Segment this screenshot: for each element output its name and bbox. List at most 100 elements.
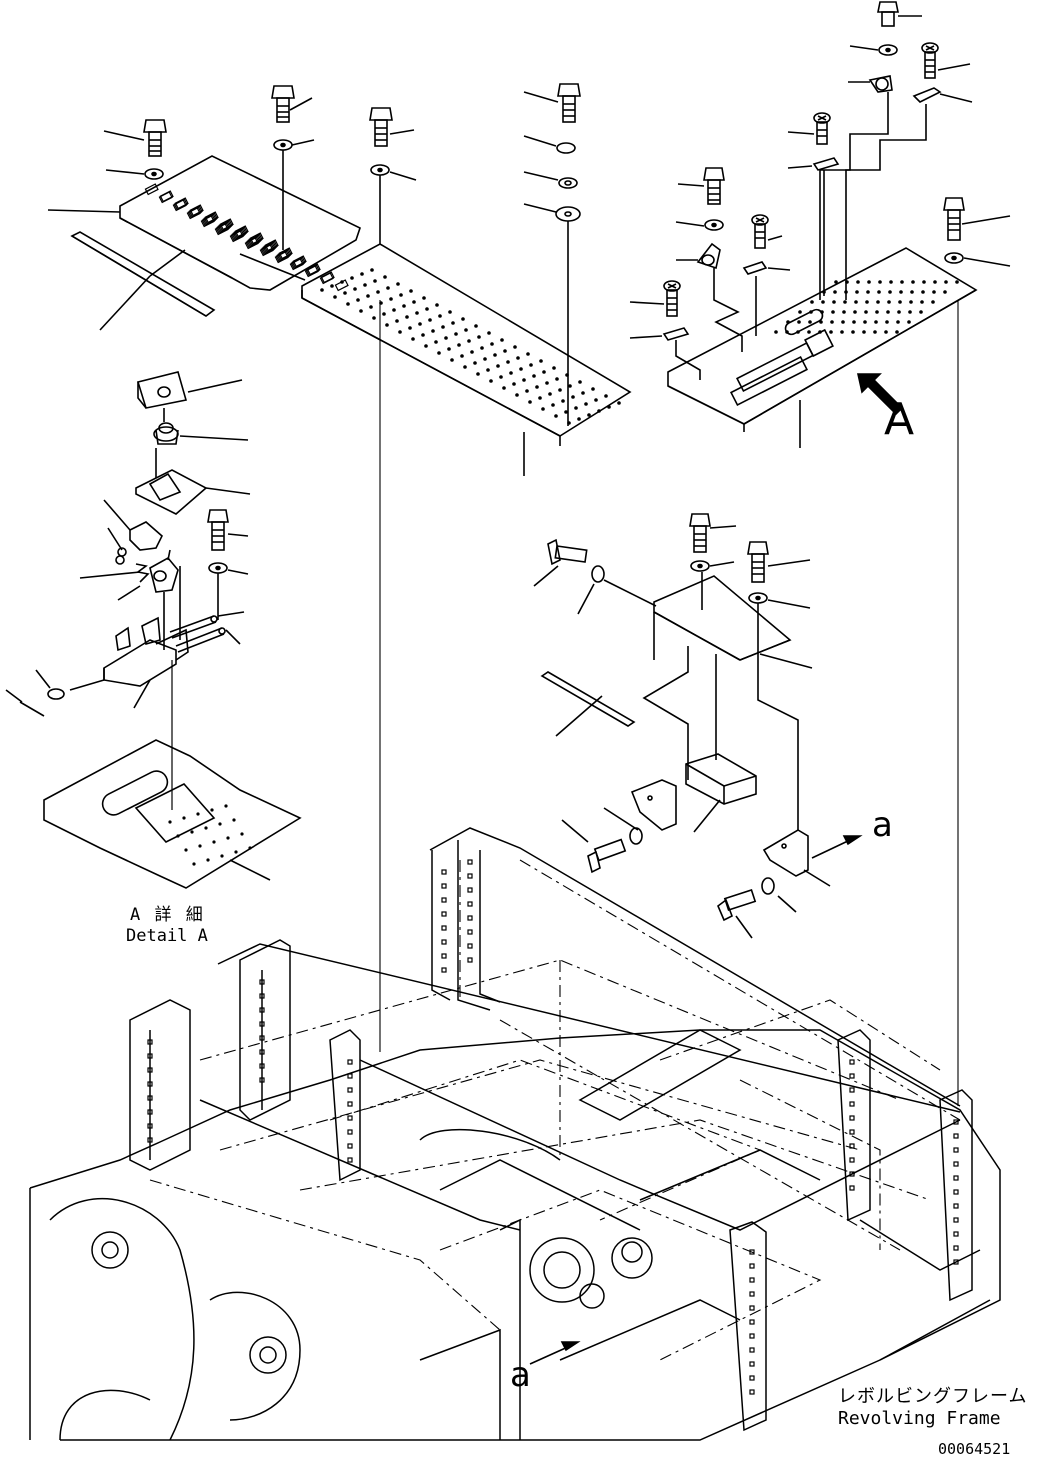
frame-hole (849, 1059, 855, 1065)
perforation (822, 290, 826, 294)
mat-grid-holes (144, 183, 349, 292)
perforation (512, 382, 516, 386)
perforation (500, 338, 504, 342)
spring (79, 563, 150, 601)
perforation (360, 272, 364, 276)
alignment-lines (379, 300, 959, 1106)
perforation (885, 320, 889, 324)
frame-hole (467, 957, 473, 963)
frame-hole (467, 859, 473, 865)
perforation (389, 297, 393, 301)
frame-hole (441, 953, 447, 959)
perforation (424, 344, 428, 348)
frame-hole (347, 1143, 353, 1149)
frame-hole (467, 887, 473, 893)
clip-plate (629, 327, 701, 380)
perforation (363, 283, 367, 287)
perforation (396, 282, 400, 286)
perforation (841, 320, 845, 324)
washer (690, 560, 735, 572)
screw (921, 42, 971, 79)
perforation (538, 396, 542, 400)
washer (748, 592, 811, 830)
perforation (545, 381, 549, 385)
frame-hole (953, 1119, 959, 1125)
frame-hole (953, 1245, 959, 1251)
bolt (103, 119, 167, 157)
frame-hole (441, 925, 447, 931)
perforation (853, 310, 857, 314)
perforation (515, 393, 519, 397)
floor-hole (248, 846, 252, 850)
frame-hole (147, 1123, 153, 1129)
perforation (898, 300, 902, 304)
perforation (558, 388, 562, 392)
perforation (774, 330, 778, 334)
frame-hole (259, 1021, 265, 1027)
frame-hole (147, 1039, 153, 1045)
perforation (383, 275, 387, 279)
frame-hole (147, 1137, 153, 1143)
perforation (463, 365, 467, 369)
frame-hole (259, 1035, 265, 1041)
clip-nut (819, 75, 893, 300)
perforation (542, 370, 546, 374)
perforation (886, 310, 890, 314)
perforation (874, 320, 878, 324)
perforation (382, 312, 386, 316)
mat-slot (186, 207, 201, 220)
perforation (516, 356, 520, 360)
perforation (571, 395, 575, 399)
frame-hole (347, 1157, 353, 1163)
washer (523, 171, 578, 189)
perforation (855, 290, 859, 294)
perforation (821, 300, 825, 304)
bracket (603, 779, 677, 831)
frame-hole (467, 901, 473, 907)
frame-hole (441, 939, 447, 945)
bolt (943, 197, 1011, 241)
bolt (533, 538, 588, 587)
perforation (483, 357, 487, 361)
washer (944, 252, 1011, 267)
console-plate (667, 247, 978, 448)
bolt (877, 1, 922, 27)
frame-hole (467, 915, 473, 921)
floor-hole (168, 820, 172, 824)
perforation (467, 339, 471, 343)
frame-hole (441, 883, 447, 889)
perforation (441, 325, 445, 329)
perforation (856, 280, 860, 284)
clip-plate (742, 261, 791, 336)
frame-hole (467, 929, 473, 935)
perforation (919, 310, 923, 314)
perforation (887, 300, 891, 304)
perforation (832, 300, 836, 304)
view-marker-label: A (884, 394, 915, 445)
mat-slot (304, 265, 319, 278)
perforation (854, 300, 858, 304)
perforation (539, 359, 543, 363)
floor-hole (240, 832, 244, 836)
bracket (762, 829, 831, 887)
perforation (409, 289, 413, 293)
perforation (597, 409, 601, 413)
frame-hole (849, 1143, 855, 1149)
frame-hole (147, 1081, 153, 1087)
perforation (786, 320, 790, 324)
frame-hole (147, 1053, 153, 1059)
washer (370, 164, 417, 245)
frame-hole (953, 1217, 959, 1223)
washer (105, 168, 164, 180)
frame-hole (749, 1263, 755, 1269)
perforation (489, 379, 493, 383)
perforation (470, 350, 474, 354)
bolt (677, 167, 725, 205)
perforation (330, 284, 334, 288)
latch-base (69, 616, 189, 709)
frame-hole (441, 911, 447, 917)
plate-perforations (320, 268, 621, 425)
latch-knob (153, 422, 249, 478)
perforation (808, 320, 812, 324)
